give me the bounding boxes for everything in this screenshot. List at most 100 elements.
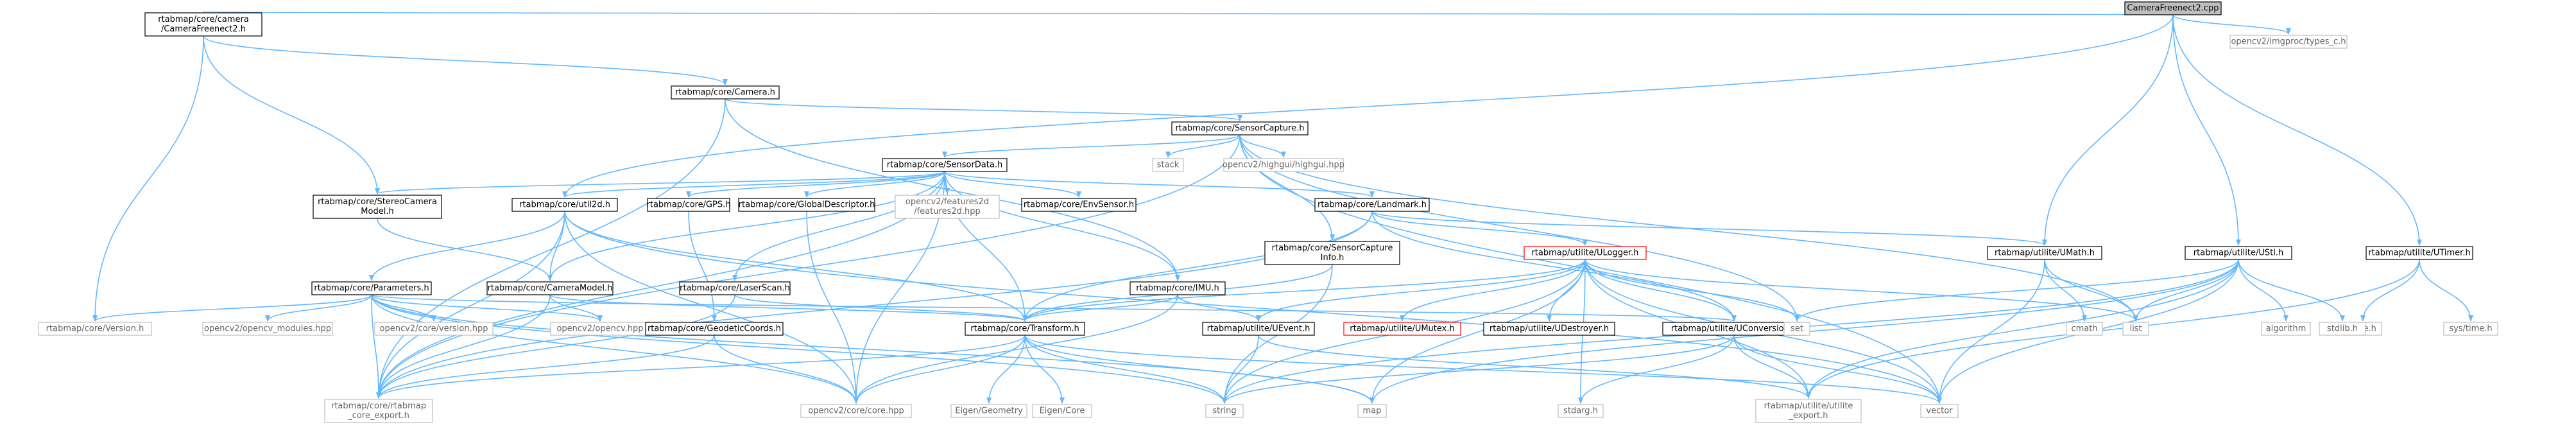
node-uconversion[interactable]: rtabmap/utilite/UConversion.h <box>1662 322 1806 336</box>
node-ustl[interactable]: rtabmap/utilite/UStl.h <box>2185 246 2292 260</box>
edge-landmark-to-transform <box>1022 211 1373 322</box>
node-box <box>882 158 1008 172</box>
edge-landmark-to-uconversion <box>1371 211 1737 322</box>
node-transform[interactable]: rtabmap/core/Transform.h <box>965 322 1085 336</box>
edge-parameters-to-corehpp <box>371 294 859 404</box>
node-box <box>1205 404 1244 418</box>
edge-transform-to-corehpp <box>854 335 1026 404</box>
node-list: list <box>2122 322 2149 336</box>
node-root[interactable]: CameraFreenect2.cpp <box>2124 1 2222 15</box>
node-box <box>1920 404 1959 418</box>
node-ueevent[interactable]: rtabmap/utilite/UEvent.h <box>1202 322 1315 336</box>
node-sensorcap[interactable]: rtabmap/core/SensorCapture.h <box>1171 121 1309 135</box>
node-label: rtabmap/core/CameraModel.h <box>488 284 613 293</box>
node-features2d: opencv2/features2d/features2d.hpp <box>895 195 1000 219</box>
node-label: /CameraFreenect2.h <box>161 24 246 34</box>
edge-root-to-umath <box>2042 14 2174 246</box>
node-systime: sys/time.h <box>2443 322 2498 336</box>
edge-laserscan-to-transform <box>734 294 1027 322</box>
node-parameters[interactable]: rtabmap/core/Parameters.h <box>311 281 432 295</box>
node-label: rtabmap/core/Transform.h <box>970 324 1079 334</box>
node-label: set <box>1790 324 1803 334</box>
node-label: opencv2/core/version.hpp <box>380 324 488 334</box>
edge-ustl-to-algorithm <box>2238 259 2288 322</box>
edge-camera-to-imu <box>725 98 1180 281</box>
node-box <box>1524 246 1647 260</box>
node-label: rtabmap/core/util2d.h <box>519 200 610 210</box>
edge-root-to-ustl <box>2172 14 2241 246</box>
node-box <box>2443 322 2498 336</box>
edge-ustl-to-utilexport <box>1806 259 2239 399</box>
node-box <box>800 404 912 418</box>
node-util2d[interactable]: rtabmap/core/util2d.h <box>511 198 618 212</box>
node-sensordata[interactable]: rtabmap/core/SensorData.h <box>882 158 1008 172</box>
node-label: rtabmap/utilite/UMath.h <box>1995 249 2095 258</box>
node-box <box>1314 198 1430 212</box>
edge-root-to-camfree <box>203 11 2174 18</box>
node-label: _core_export.h <box>347 411 409 421</box>
edge-sensordata-to-stereocam <box>375 171 945 195</box>
node-label: string <box>1212 406 1236 416</box>
node-box <box>671 85 780 100</box>
edge-sensordata-to-globaldesc <box>804 171 945 198</box>
edge-utimer-to-systime <box>2419 259 2473 322</box>
node-label: rtabmap/core/Version.h <box>46 324 144 334</box>
node-ulogger[interactable]: rtabmap/utilite/ULogger.h <box>1524 246 1647 260</box>
node-laserscan[interactable]: rtabmap/core/LaserScan.h <box>679 281 791 295</box>
edge-transform-to-rtabexport <box>376 335 1026 399</box>
edge-sensordata-to-imu <box>944 171 1180 281</box>
node-label: rtabmap/core/SensorCapture.h <box>1175 124 1304 134</box>
node-box <box>1152 158 1184 172</box>
node-box <box>2124 1 2222 15</box>
node-udestroyer[interactable]: rtabmap/utilite/UDestroyer.h <box>1483 322 1615 336</box>
edge-util2d-to-corehpp <box>564 211 859 404</box>
node-eigencore: Eigen/Core <box>1032 404 1092 418</box>
node-umath[interactable]: rtabmap/utilite/UMath.h <box>1987 246 2102 260</box>
edge-sensordata-to-cameramodel <box>547 171 945 281</box>
node-landmark[interactable]: rtabmap/core/Landmark.h <box>1314 198 1430 212</box>
node-opencvhpp: opencv2/opencv.hpp <box>550 322 650 336</box>
node-umutex[interactable]: rtabmap/utilite/UMutex.h <box>1343 322 1461 336</box>
node-label: rtabmap/core/GeodeticCoords.h <box>648 324 781 334</box>
edge-util2d-to-rtabexport <box>376 211 565 399</box>
node-cameramodel[interactable]: rtabmap/core/CameraModel.h <box>486 281 614 295</box>
edge-ulogger-to-set <box>1584 259 1799 322</box>
node-imu[interactable]: rtabmap/core/IMU.h <box>1129 281 1226 295</box>
node-layer: CameraFreenect2.cpp rtabmap/core/camera/C… <box>38 1 2498 423</box>
edge-transform-to-map <box>1024 335 1375 404</box>
node-utimer[interactable]: rtabmap/utilite/UTimer.h <box>2366 246 2473 260</box>
edge-util2d-to-parameters <box>369 211 565 281</box>
node-box <box>313 195 442 219</box>
node-globaldesc[interactable]: rtabmap/core/GlobalDescriptor.h <box>738 198 875 212</box>
node-box <box>2066 322 2103 336</box>
node-label: stdlib.h <box>2327 324 2358 334</box>
node-label: rtabmap/utilite/UDestroyer.h <box>1490 324 1609 334</box>
node-gps[interactable]: rtabmap/core/GPS.h <box>647 198 731 212</box>
edge-sensorcap-to-highgui <box>1239 134 1286 158</box>
node-label: rtabmap/utilite/UStl.h <box>2194 249 2283 258</box>
node-geodetic[interactable]: rtabmap/core/GeodeticCoords.h <box>645 322 784 336</box>
edge-cameramodel-to-rtabexport <box>376 294 551 399</box>
edge-landmark-to-rtabexport <box>376 211 1373 399</box>
node-utilexport: rtabmap/utilite/utilite_export.h <box>1755 399 1862 423</box>
edge-ueevent-to-utilexport <box>1258 335 1811 399</box>
node-box <box>645 322 784 336</box>
edge-util2d-to-transform <box>564 211 1027 322</box>
node-label: rtabmap/utilite/UMutex.h <box>1350 324 1454 334</box>
node-label: rtabmap/core/SensorCapture <box>1272 243 1393 253</box>
node-label: rtabmap/core/Landmark.h <box>1318 200 1427 210</box>
edge-uconversion-to-utilexport <box>1733 335 1811 399</box>
edge-parameters-to-opencvhpp <box>371 294 603 322</box>
node-camfree[interactable]: rtabmap/core/camera/CameraFreenect2.h <box>144 12 262 37</box>
edge-stereocam-to-cameramodel <box>377 218 553 281</box>
node-envsensor[interactable]: rtabmap/core/EnvSensor.h <box>1021 198 1137 212</box>
node-box <box>202 322 333 336</box>
edge-sensordata-to-envsensor <box>944 171 1081 198</box>
edge-ustl-to-stdlib <box>2238 259 2345 322</box>
node-camera[interactable]: rtabmap/core/Camera.h <box>671 85 780 100</box>
node-cvversion: opencv2/core/version.hpp <box>374 322 494 336</box>
node-label: opencv2/highgui/highgui.hpp <box>1223 161 1344 170</box>
node-label: rtabmap/core/camera <box>158 15 249 24</box>
